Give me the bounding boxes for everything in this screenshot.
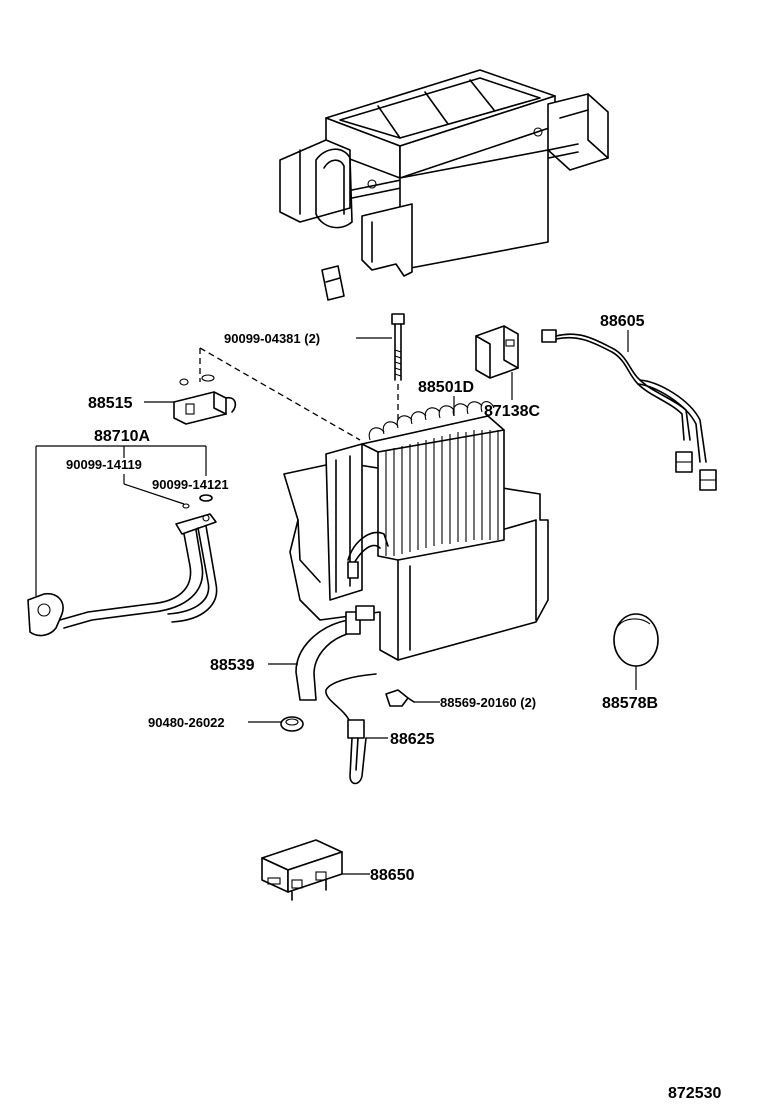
- bolt-icon: [391, 313, 405, 381]
- amplifier-icon: [261, 839, 343, 901]
- upper-duct-case: [279, 69, 609, 277]
- grommet-icon: [280, 716, 304, 732]
- filter-cap-icon: [613, 613, 659, 667]
- label-oring-b: 90099-14121: [152, 477, 229, 492]
- label-oring-a: 90099-14119: [66, 457, 142, 472]
- drain-hose-icon: [295, 605, 375, 701]
- label-clamp: 88569-20160 (2): [440, 695, 536, 710]
- clamp-icon: [385, 689, 415, 707]
- o-ring-b-icon: [199, 494, 213, 502]
- evaporator-unit: [283, 401, 549, 661]
- label-resistor: 87138C: [484, 403, 540, 420]
- label-drain-hose: 88539: [210, 657, 255, 674]
- refrigerant-tube-icon: [27, 513, 218, 637]
- label-harness: 88605: [600, 313, 645, 330]
- label-evaporator: 88501D: [418, 379, 474, 396]
- duct-clip: [321, 265, 345, 301]
- label-bolt: 90099-04381 (2): [224, 331, 320, 346]
- label-grommet: 90480-26022: [148, 715, 225, 730]
- diagram-id: 872530: [668, 1085, 721, 1102]
- resistor-icon: [475, 325, 519, 379]
- label-thermistor: 88625: [390, 731, 435, 748]
- dashed-guide-2: [199, 347, 361, 441]
- label-valve: 88515: [88, 395, 133, 412]
- tube-assy-bracket: [35, 445, 207, 596]
- o-ring-a-icon: [182, 503, 190, 509]
- thermistor-icon: [325, 673, 377, 785]
- label-tube-assy: 88710A: [94, 428, 150, 445]
- label-filter: 88578B: [602, 695, 658, 712]
- expansion-valve-icon: [173, 374, 237, 425]
- label-amplifier: 88650: [370, 867, 415, 884]
- wire-harness-icon: [541, 329, 717, 491]
